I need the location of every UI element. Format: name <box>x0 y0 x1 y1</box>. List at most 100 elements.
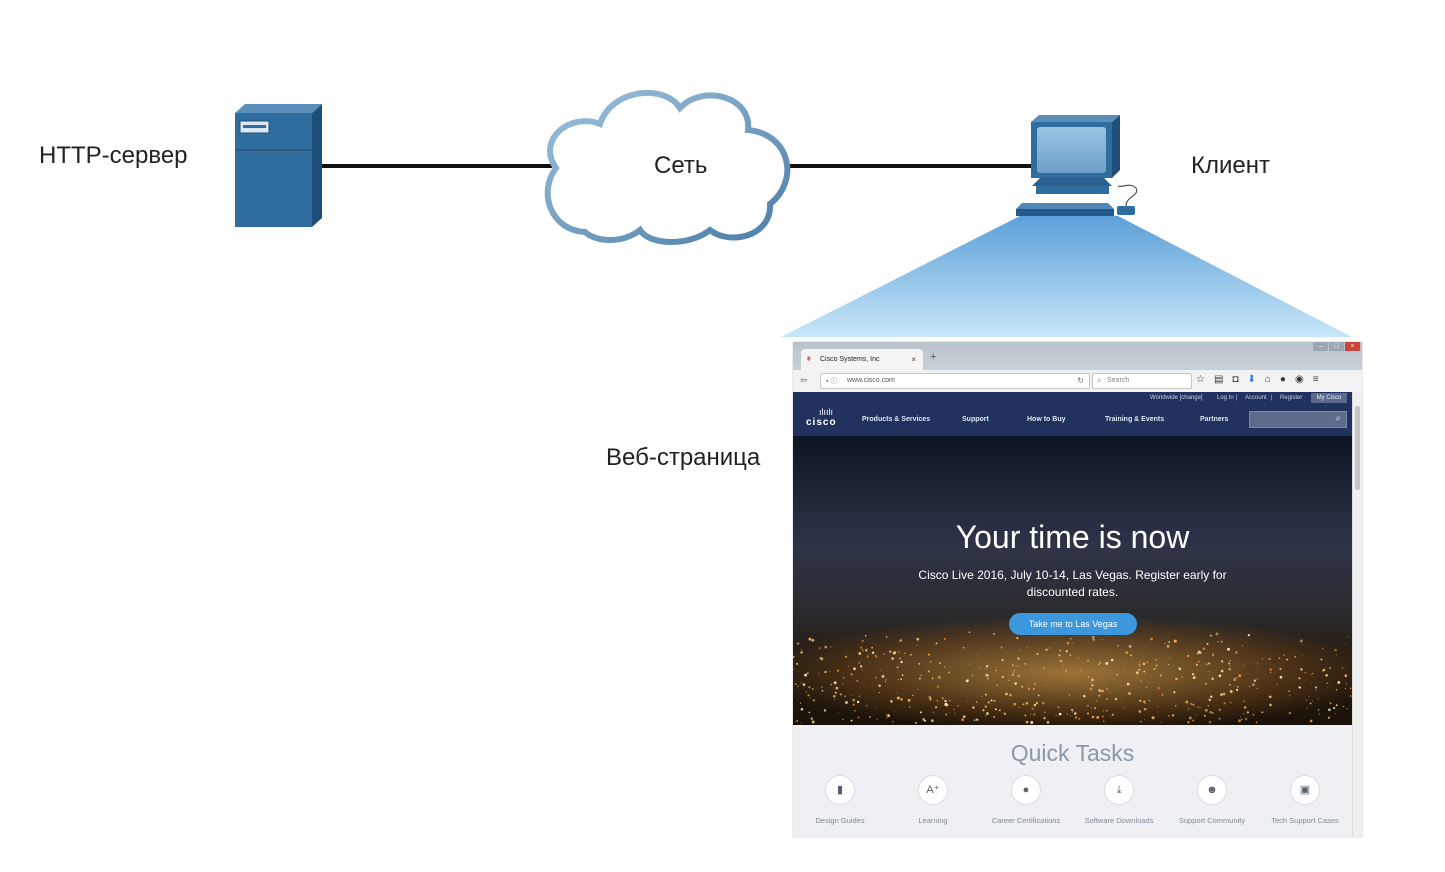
reload-icon[interactable]: ↻ <box>1077 376 1084 385</box>
city-light <box>937 675 941 679</box>
city-light <box>1197 650 1201 654</box>
city-light <box>1032 714 1034 716</box>
task-career-certifications[interactable]: ● Career Certifications <box>979 775 1073 827</box>
scrollbar-thumb[interactable] <box>1355 406 1360 490</box>
city-light <box>893 711 895 713</box>
city-light <box>1059 649 1062 652</box>
city-light <box>1205 663 1208 665</box>
city-light <box>1218 708 1222 712</box>
download-arrow-icon[interactable]: ⬇ <box>1247 374 1256 385</box>
city-light <box>1150 637 1153 641</box>
close-tab-icon[interactable]: × <box>911 355 916 364</box>
clipboard-icon[interactable]: ▤ <box>1213 374 1224 385</box>
address-bar[interactable]: ▪ ⓘ www.cisco.com ↻ <box>820 373 1090 389</box>
task-label: Tech Support Cases <box>1271 816 1339 825</box>
city-light <box>1125 651 1129 654</box>
addon-icon[interactable]: ◉ <box>1294 374 1304 385</box>
city-light <box>800 707 804 711</box>
city-light <box>1166 644 1170 648</box>
city-light <box>975 701 978 703</box>
nav-training[interactable]: Training & Events <box>1105 416 1165 423</box>
city-light <box>900 660 903 664</box>
bookmark-star-icon[interactable]: ☆ <box>1196 374 1205 385</box>
city-light <box>1285 658 1289 661</box>
city-light <box>1146 687 1148 689</box>
city-light <box>1053 690 1055 692</box>
city-light <box>891 657 894 660</box>
city-light <box>1261 711 1264 714</box>
city-light <box>1138 710 1142 713</box>
menu-icon[interactable]: ≡ <box>1312 374 1319 385</box>
pocket-icon[interactable]: ◘ <box>1232 374 1239 385</box>
city-light <box>1211 654 1214 656</box>
city-light <box>808 711 811 714</box>
city-light <box>1288 711 1292 715</box>
city-light <box>987 701 991 704</box>
city-light <box>1091 678 1094 682</box>
city-light <box>944 703 948 706</box>
city-light <box>1123 667 1124 669</box>
city-light <box>1208 698 1212 702</box>
page-scrollbar[interactable] <box>1352 392 1362 837</box>
city-light <box>1320 658 1323 661</box>
nav-products[interactable]: Products & Services <box>862 416 931 423</box>
city-light <box>985 712 989 715</box>
city-light <box>1042 701 1045 705</box>
city-light <box>1344 644 1346 646</box>
computer-icon <box>1016 115 1138 216</box>
new-tab-button[interactable]: + <box>930 351 937 363</box>
browser-search-input[interactable]: ⌕ Search <box>1092 373 1192 389</box>
city-light <box>1157 687 1160 690</box>
city-light <box>1138 663 1141 666</box>
city-light <box>1278 657 1281 660</box>
minimize-icon[interactable]: – <box>1313 342 1328 351</box>
city-light <box>1220 693 1223 696</box>
city-light <box>1013 669 1016 672</box>
city-light <box>996 684 999 687</box>
close-window-icon[interactable]: × <box>1345 342 1360 351</box>
back-icon[interactable]: ⇦ <box>800 375 808 385</box>
worldwide-link[interactable]: Worldwide [change] <box>1150 395 1203 401</box>
city-light <box>844 695 846 698</box>
city-light <box>1025 720 1029 724</box>
city-light <box>1348 636 1350 638</box>
city-light <box>1098 663 1100 665</box>
nav-support[interactable]: Support <box>962 416 989 423</box>
city-light <box>1121 685 1123 687</box>
chat-icon[interactable]: ● <box>1279 374 1286 385</box>
take-me-to-las-vegas-button[interactable]: Take me to Las Vegas <box>1009 613 1137 635</box>
city-light <box>1238 719 1241 723</box>
task-learning[interactable]: A⁺ Learning <box>886 775 980 827</box>
login-link[interactable]: Log In <box>1217 395 1234 401</box>
city-light <box>1058 654 1061 657</box>
maximize-icon[interactable]: □ <box>1329 342 1344 351</box>
city-light <box>899 657 901 660</box>
city-light <box>1230 702 1232 704</box>
city-light <box>1026 646 1028 648</box>
city-light <box>915 722 917 724</box>
city-light <box>1306 707 1308 709</box>
nav-how-to-buy[interactable]: How to Buy <box>1027 416 1066 423</box>
site-search-icon[interactable]: ⌕ <box>1335 413 1341 424</box>
city-light <box>818 647 821 649</box>
home-icon[interactable]: ⌂ <box>1264 374 1271 385</box>
browser-tab[interactable]: ⩩ Cisco Systems, Inc × <box>801 349 923 370</box>
city-light <box>839 693 842 696</box>
tab-bar: ⩩ Cisco Systems, Inc × + – □ × <box>793 342 1362 370</box>
city-light <box>1301 654 1303 656</box>
register-link[interactable]: Register <box>1280 395 1303 401</box>
city-light <box>800 682 802 684</box>
nav-partners[interactable]: Partners <box>1200 416 1229 423</box>
city-light <box>1074 712 1077 715</box>
city-light <box>1208 662 1211 665</box>
task-software-downloads[interactable]: ⤓ Software Downloads <box>1072 775 1166 827</box>
task-tech-support-cases[interactable]: ▣ Tech Support Cases <box>1258 775 1352 827</box>
my-cisco-button[interactable]: My Cisco <box>1311 393 1347 403</box>
account-link[interactable]: Account <box>1245 395 1267 401</box>
city-light <box>795 721 797 723</box>
cisco-logo[interactable]: ılıılı cisco <box>806 408 846 432</box>
learning-icon: A⁺ <box>918 775 948 805</box>
task-design-guides[interactable]: ▮ Design Guides <box>793 775 887 827</box>
site-search-input[interactable]: ⌕ <box>1249 411 1347 428</box>
task-support-community[interactable]: ☻ Support Community <box>1165 775 1259 827</box>
